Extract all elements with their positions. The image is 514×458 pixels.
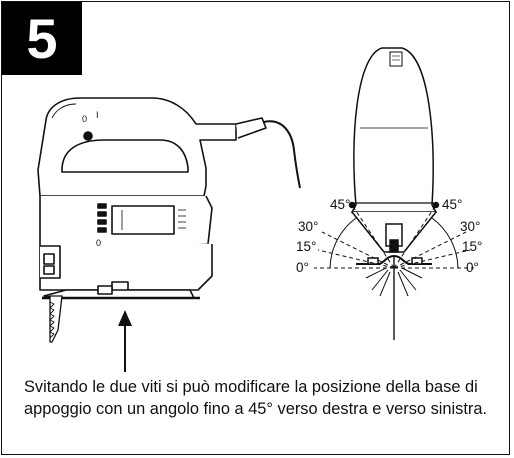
angle-label-left-30: 30° [298, 219, 318, 234]
jigsaw-side-view [37, 97, 301, 343]
caption-text: Svitando le due viti si può modificare l… [24, 378, 488, 418]
angle-label-left-15: 15° [296, 239, 316, 254]
jigsaw-front-view [314, 47, 474, 340]
angle-label-left-45: 45° [330, 197, 350, 212]
switch-on-mark: I [96, 110, 99, 120]
knob-mark: 0 [96, 238, 101, 248]
pointer-arrow [118, 310, 132, 372]
angle-label-right-15: 15° [462, 239, 482, 254]
angle-label-left-0: 0° [296, 260, 309, 275]
angle-label-right-30: 30° [460, 219, 480, 234]
angle-label-right-0: 0° [466, 260, 479, 275]
switch-off-mark: 0 [82, 114, 87, 124]
step-number-badge: 5 [2, 2, 82, 75]
angle-label-right-45: 45° [442, 197, 462, 212]
